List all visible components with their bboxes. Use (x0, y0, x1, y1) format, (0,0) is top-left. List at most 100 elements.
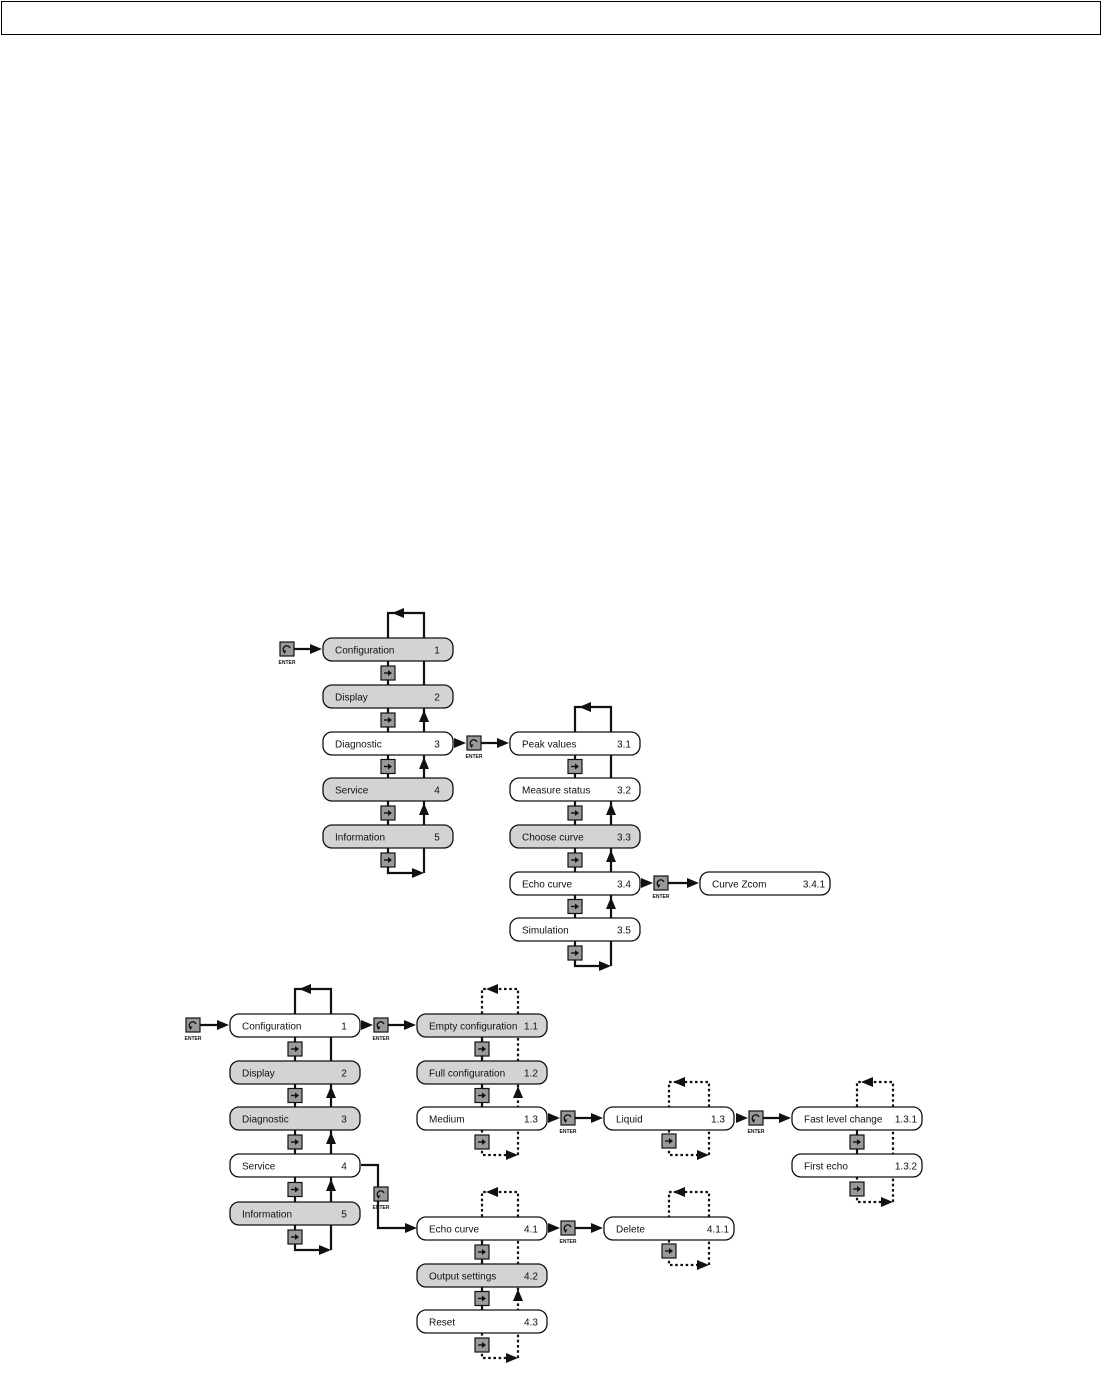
arrowhead-up (606, 897, 616, 909)
arrowhead-left (673, 1077, 685, 1087)
menu-node-number: 4.1 (524, 1225, 538, 1236)
enter-key-icon: ENTER (279, 641, 296, 666)
arrowhead-right (319, 1245, 331, 1255)
menu-node-box (509, 777, 641, 802)
menu-node-number: 1.3.2 (895, 1162, 918, 1173)
arrowhead-right (697, 1150, 709, 1160)
dotted-connector (480, 987, 520, 1014)
down-key-icon (661, 1243, 677, 1259)
arrowhead-right (736, 1113, 748, 1123)
enter-key-icon: ENTER (373, 1017, 390, 1042)
menu-node-box (322, 731, 454, 756)
enter-caption: ENTER (373, 1036, 390, 1042)
menu-node-label: Display (242, 1069, 275, 1080)
menu-node-number: 1.3 (711, 1115, 725, 1126)
down-key-icon (287, 1041, 303, 1057)
menu-node-box (699, 871, 831, 896)
arrowhead-right (506, 1353, 518, 1363)
arrowhead-right (599, 961, 611, 971)
down-key-icon (380, 758, 396, 775)
enter-caption: ENTER (466, 754, 483, 760)
arrowhead-up (606, 803, 616, 815)
menu-node-number: 4.2 (524, 1272, 538, 1283)
down-key-icon (849, 1181, 865, 1197)
connector-lines (200, 608, 895, 1363)
enter-key-icon: ENTER (748, 1110, 765, 1135)
menu-node-t-measure[interactable]: Measure status 3.2 (509, 777, 641, 802)
menu-node-number: 3.2 (617, 786, 631, 797)
arrowhead-left (299, 984, 311, 994)
dotted-connector (667, 1240, 697, 1267)
menu-node-b-empty[interactable]: Empty configuration 1.1 (416, 1013, 548, 1038)
menu-node-label: Measure status (522, 786, 590, 797)
arrowhead-left (673, 1187, 685, 1197)
menu-node-number: 1.1 (524, 1022, 538, 1033)
menu-node-box (322, 777, 454, 802)
menu-node-number: 5 (434, 833, 440, 844)
arrowhead-left (579, 702, 591, 712)
solid-connector (293, 987, 333, 1014)
dotted-connector (667, 1130, 697, 1157)
arrowhead-left (392, 608, 404, 618)
arrowhead-up (419, 710, 429, 722)
down-key-icon (567, 945, 583, 961)
menu-node-label: Peak values (522, 740, 576, 751)
enter-caption: ENTER (279, 660, 296, 666)
menu-node-box (322, 824, 454, 849)
solid-connector (386, 611, 426, 638)
down-key-icon (287, 1229, 303, 1245)
menu-node-label: Empty configuration (429, 1022, 517, 1033)
menu-node-number: 1 (434, 646, 440, 657)
menu-node-label: Fast level change (804, 1115, 883, 1126)
arrowhead-right (548, 1113, 560, 1123)
menu-node-label: Simulation (522, 926, 569, 937)
menu-node-number: 1 (341, 1022, 347, 1033)
dotted-connector (855, 1080, 895, 1107)
arrowhead-up (513, 1289, 523, 1301)
arrowhead-right (591, 1113, 603, 1123)
arrowhead-up (606, 850, 616, 862)
arrowhead-right (310, 644, 322, 654)
arrowhead-right (641, 878, 653, 888)
enter-caption: ENTER (748, 1129, 765, 1135)
menu-node-box (229, 1013, 361, 1038)
page-header-box (1, 1, 1101, 35)
arrowhead-up (419, 803, 429, 815)
arrowhead-left (486, 984, 498, 994)
menu-node-box (229, 1201, 361, 1226)
dotted-connector (480, 1190, 520, 1217)
arrowhead-left (486, 1187, 498, 1197)
arrowhead-up (513, 1086, 523, 1098)
down-key-icon (474, 1244, 490, 1260)
down-key-icon (380, 852, 396, 868)
enter-caption: ENTER (560, 1129, 577, 1135)
enter-key-icon: ENTER (560, 1220, 577, 1245)
enter-caption: ENTER (560, 1239, 577, 1245)
menu-node-box (509, 917, 641, 942)
